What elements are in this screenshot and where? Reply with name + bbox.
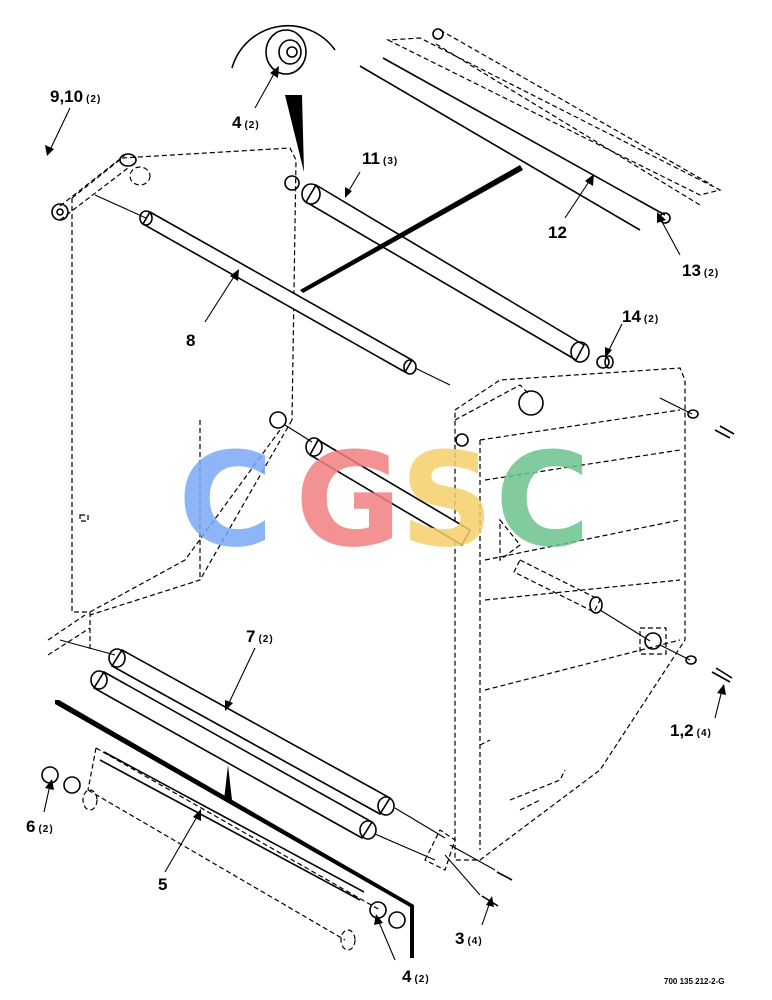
watermark-letter: G (295, 424, 402, 576)
right-side-frame (454, 367, 686, 861)
bolt-hardware-right (596, 355, 735, 683)
drawing-code: 700 135 212-2-G (664, 977, 725, 986)
callout-11: 11(3) (362, 149, 398, 168)
roller-middle (269, 411, 472, 547)
assembly-pointer-upper (300, 165, 523, 293)
bearing-inset-top (231, 24, 336, 172)
roller-11 (284, 175, 590, 363)
callout-4-bottom: 4(2) (402, 967, 430, 986)
left-side-frame (47, 147, 297, 656)
roller-rear-right (513, 559, 651, 642)
callout-14: 14(2) (622, 307, 659, 326)
leader-arrows (43, 66, 726, 961)
callout-7: 7(2) (246, 627, 274, 646)
callout-labels: 9,10(2) 4(2) 11(3) 12 13(2) 8 14(2) 7(2)… (26, 87, 719, 986)
callout-3: 3(4) (455, 929, 483, 948)
callout-13: 13(2) (682, 261, 719, 280)
bolt-hardware-lower (424, 829, 513, 907)
callout-6: 6(2) (26, 817, 54, 836)
callout-8: 8 (186, 331, 195, 350)
watermark: C G S C (178, 424, 590, 576)
watermark-letter: C (178, 424, 273, 576)
roller-5-inset (41, 700, 414, 958)
callout-9-10: 9,10(2) (50, 87, 101, 106)
watermark-letter: S (400, 424, 494, 576)
roller-12-inset (359, 28, 722, 231)
roller-8 (94, 194, 451, 386)
callout-12: 12 (548, 223, 567, 242)
callout-4-top: 4(2) (232, 113, 260, 132)
callout-5: 5 (158, 875, 167, 894)
callout-1-2: 1,2(4) (670, 721, 712, 740)
rollers-7 (59, 639, 446, 861)
watermark-letter: C (495, 424, 590, 576)
